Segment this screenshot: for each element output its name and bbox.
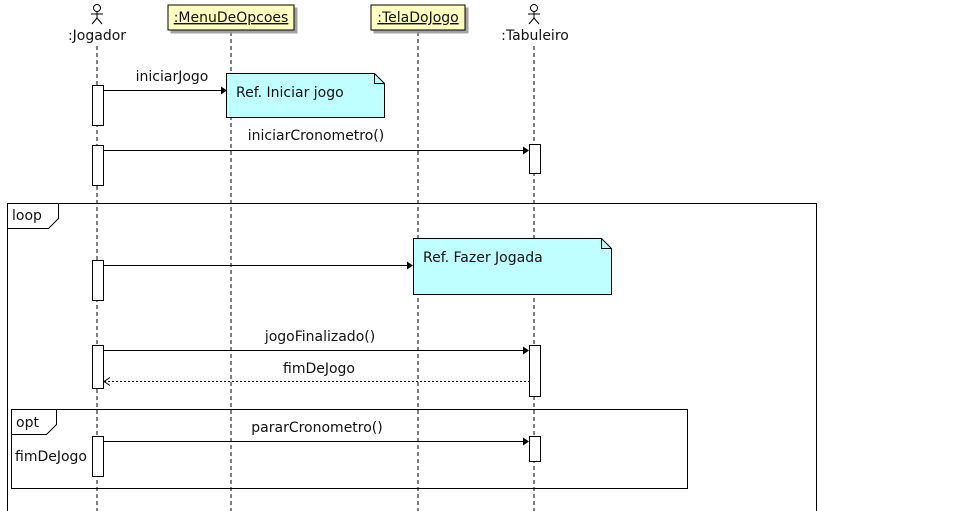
arrowhead-icon	[523, 146, 529, 155]
note-text: Ref. Fazer Jogada	[423, 250, 543, 266]
fragment-operator-loop: loop	[12, 208, 42, 224]
participant-jogador[interactable]: :Jogador	[68, 4, 126, 45]
note-text: Ref. Iniciar jogo	[236, 85, 344, 101]
message-label: jogoFinalizado()	[264, 329, 375, 345]
activation-jogador-3	[92, 260, 104, 301]
fragment-opt[interactable]: opt fimDeJogo	[11, 409, 688, 489]
fragment-frame-opt	[11, 409, 688, 489]
participant-menu[interactable]: :MenuDeOpcoes	[167, 4, 295, 31]
message-iniciar-jogo[interactable]: iniciarJogo	[103, 69, 227, 95]
activation-tabuleiro-1	[529, 144, 541, 174]
fragment-tab-opt	[11, 409, 57, 435]
activation-tabuleiro-3	[529, 436, 541, 462]
participant-label-menu: :MenuDeOpcoes	[174, 10, 289, 26]
note-shape	[226, 73, 385, 118]
activation-jogador-4	[92, 345, 104, 389]
object-box-tela	[370, 4, 466, 31]
note-ref-fazer-jogada[interactable]: Ref. Fazer Jogada	[413, 238, 612, 295]
message-jogo-finalizado[interactable]: jogoFinalizado()	[103, 329, 529, 355]
message-fazer-jogada-call[interactable]	[103, 261, 413, 270]
arrowhead-icon	[523, 346, 529, 355]
participant-label-tabuleiro: :Tabuleiro	[501, 28, 569, 44]
arrowhead-icon	[407, 261, 413, 270]
message-label: fimDeJogo	[283, 361, 355, 377]
message-iniciar-cronometro[interactable]: iniciarCronometro()	[103, 128, 529, 155]
note-fold	[601, 238, 612, 249]
activation-jogador-5	[92, 436, 104, 477]
message-fim-de-jogo[interactable]: fimDeJogo	[103, 361, 529, 386]
participant-tela[interactable]: :TelaDoJogo	[370, 4, 466, 31]
activation-jogador-2	[92, 145, 104, 186]
message-label: iniciarCronometro()	[248, 128, 384, 144]
activation-jogador-1	[92, 85, 104, 126]
participant-label-jogador: :Jogador	[68, 28, 126, 44]
fragment-frame-loop	[7, 203, 817, 511]
fragment-loop[interactable]: loop	[7, 203, 817, 511]
object-box-menu	[167, 4, 295, 31]
note-fold	[374, 73, 385, 84]
open-arrowhead-icon	[103, 377, 111, 386]
message-label: iniciarJogo	[136, 69, 209, 85]
actor-icon	[528, 4, 540, 25]
arrowhead-icon	[523, 437, 529, 446]
participant-tabuleiro[interactable]: :Tabuleiro	[501, 4, 569, 45]
activation-tabuleiro-2	[529, 345, 541, 397]
fragment-tab-loop	[7, 203, 59, 229]
fragment-operator-opt: opt	[16, 415, 39, 431]
note-shape	[413, 238, 612, 295]
fragment-guard-opt: fimDeJogo	[15, 449, 87, 465]
arrowhead-icon	[221, 86, 227, 95]
note-ref-iniciar-jogo[interactable]: Ref. Iniciar jogo	[226, 73, 385, 118]
message-parar-cronometro[interactable]: pararCronometro()	[103, 420, 529, 446]
actor-icon	[91, 4, 103, 25]
message-label: pararCronometro()	[251, 420, 382, 436]
participant-label-tela: :TelaDoJogo	[377, 10, 458, 26]
